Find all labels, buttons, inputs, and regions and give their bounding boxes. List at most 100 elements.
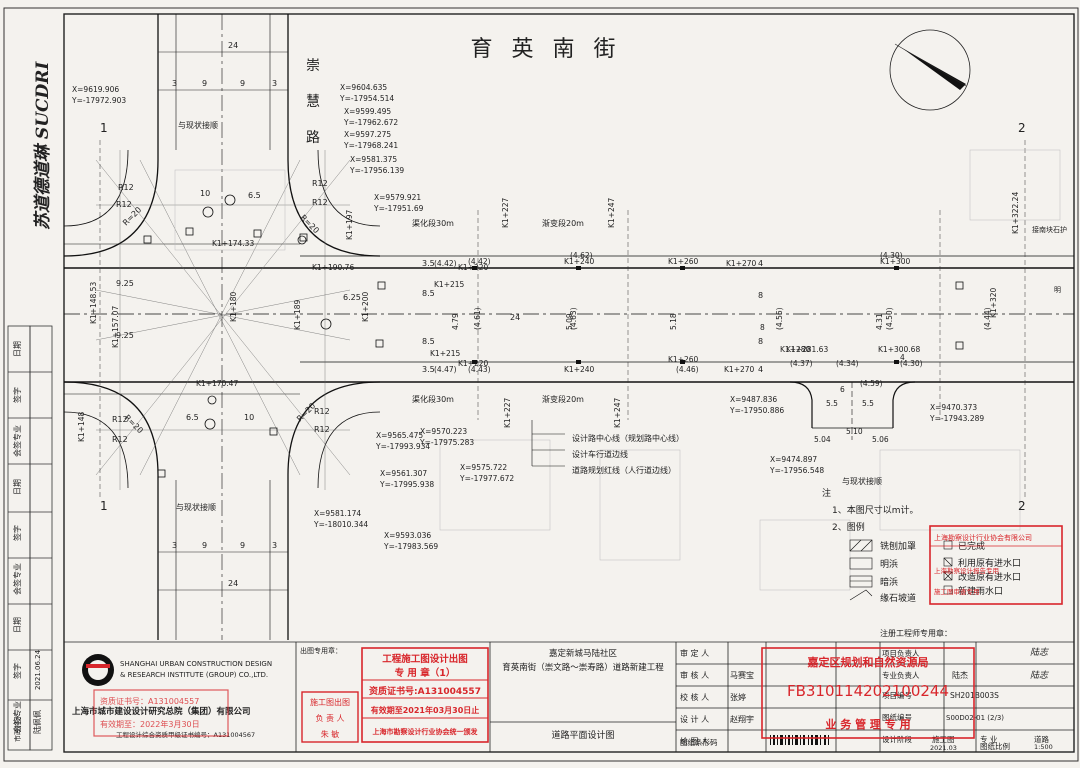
side-box-label: 签字 (12, 387, 22, 403)
coordinate-y: Y=-17956.139 (349, 166, 404, 175)
elevation-label: (4.30) (880, 251, 903, 260)
right-label: 设计阶段 (882, 734, 912, 744)
street-title: 育 英 南 街 (471, 37, 622, 62)
dim-chain-top (158, 51, 288, 91)
coordinate-x: X=9581.375 (350, 155, 397, 164)
seg-qh30-bot: 渠化段30m (412, 394, 454, 404)
seg-jb20-top: 渐变段20m (542, 218, 584, 228)
station-label: K1+200 (361, 291, 370, 322)
dim-v4a: 4 (758, 259, 763, 268)
side-box-label: 日期 (13, 617, 22, 633)
dim-v65a: 6.5 (248, 191, 261, 200)
scale-value: 1:500 (1034, 743, 1053, 751)
measure-label: 5.5 (826, 399, 838, 408)
side-box-label: 日期 (13, 341, 22, 357)
side-box-label: 签字 (12, 663, 22, 679)
driveway-notch (789, 381, 916, 440)
coordinate-y: Y=-17950.886 (729, 406, 784, 415)
dim-9b: 9 (240, 79, 245, 88)
radius-r12c: R12 (312, 179, 328, 188)
coordinate-y: Y=-17943.289 (929, 414, 984, 423)
company-logo-icon (82, 654, 114, 686)
right-label: 专 业 (980, 734, 998, 744)
svg-text:上海勘察设计行业协会有限公司: 上海勘察设计行业协会有限公司 (934, 533, 1032, 542)
qualification-stamp: 资质证书号：A131004557 有效期至：2022年3月30日 (93, 689, 229, 737)
legend-stamp: 上海勘察设计行业协会有限公司 上海勘察设计报告专用 施工图审查专用 (929, 525, 1063, 605)
coordinate-x: X=9599.495 (344, 107, 391, 116)
station-label: K1+174.33 (212, 239, 254, 248)
coordinate-y: Y=-17956.548 (769, 466, 824, 475)
grid-mark-2-top: 2 (1018, 121, 1026, 135)
legend-new-inlet: 新建雨水口 (958, 585, 1003, 597)
legend-redline: 道路规划红线（人行道边线） (572, 465, 676, 475)
inlet-symbols (143, 194, 964, 478)
station-label: K1+215 (434, 280, 465, 289)
company-name-en-1: SHANGHAI URBAN CONSTRUCTION DESIGN (120, 660, 272, 668)
side-box-label: 会签专业 (12, 701, 22, 733)
role-label: 设 计 人 (680, 714, 709, 724)
coordinate-x: X=9565.475 (376, 431, 423, 440)
svg-text:有效期至：2022年3月30日: 有效期至：2022年3月30日 (100, 719, 200, 729)
dim-v4b: 4 (758, 365, 763, 374)
coordinate-x: X=9581.174 (314, 509, 361, 518)
dim-v35a: 3.5 (422, 259, 435, 268)
svg-text:上海市勘察设计行业协会统一颁发: 上海市勘察设计行业协会统一颁发 (373, 727, 479, 736)
road-name-3: 路 (306, 130, 320, 146)
drawing-number: S00D02-01 (2/3) (946, 714, 1004, 722)
measure-label: 5.5 (862, 399, 874, 408)
coordinate-x: X=9561.307 (380, 469, 427, 478)
svg-text:FB310114202100244: FB310114202100244 (787, 682, 949, 700)
legend-hidden-creek: 暗浜 (880, 576, 898, 588)
station-label: K1+247 (613, 397, 622, 428)
station-label: K1+300.68 (878, 345, 920, 354)
planning-bureau-stamp: 嘉定区规划和自然资源局 FB310114202100244 业 务 管 理 专 … (761, 647, 975, 739)
station-label: K1+180 (229, 291, 238, 322)
signature-3: 陆杰 (952, 670, 968, 680)
radius-r12a: R12 (118, 183, 134, 192)
coordinate-y: Y=-17954.514 (339, 94, 394, 103)
station-label: K1+281.63 (786, 345, 828, 354)
role-name: 赵翔宇 (730, 714, 754, 724)
notes-item-1: 1、本图尺寸以m计。 (832, 504, 919, 516)
measure-label: 5.10 (846, 427, 863, 436)
north-arrow-icon (889, 29, 971, 111)
svg-text:业 务 管 理 专 用: 业 务 管 理 专 用 (825, 717, 910, 731)
station-label: K1+227 (503, 397, 512, 428)
prof-value: 道路 (1034, 734, 1050, 744)
station-label: K1+148 (77, 411, 86, 442)
inner-border (63, 13, 1075, 753)
linetype-legend (531, 420, 565, 467)
dim-3d: 3 (272, 541, 277, 550)
station-label: K1+197 (345, 209, 354, 240)
label-join-1: 与现状接顺 (178, 120, 218, 130)
right-label: 图纸比例 (980, 741, 1010, 751)
right-label: 项目负责人 (882, 648, 920, 658)
title-block (64, 641, 1074, 752)
company-name-en-2: & RESEARCH INSTITUTE (GROUP) CO.,LTD. (120, 671, 268, 679)
role-name: 马赛宝 (730, 670, 754, 680)
legend-modify-inlet: 改造原有进水口 (958, 571, 1021, 583)
stamp-area-label: 出图专用章： (300, 646, 342, 655)
drawing-name: 道路平面设计图 (551, 729, 614, 741)
measure-label: 5.04 (814, 435, 831, 444)
date-value: 2021.03 (930, 744, 957, 752)
station-label: K1+260 (668, 257, 699, 266)
coordinate-x: X=9597.275 (344, 130, 391, 139)
side-date: 2021.06.24 (34, 649, 42, 690)
elevation-label: (4.34) (836, 359, 859, 368)
coordinate-y: Y=-17951.69 (373, 204, 424, 213)
right-labels: 项目负责人专业负责人项目编号图纸编号设计阶段专 业图纸比例 (882, 648, 1010, 751)
coordinate-y: Y=-17995.938 (379, 480, 434, 489)
dim-v8a: 8 (758, 291, 763, 300)
dim-v925a: 9.25 (116, 279, 134, 288)
side-box-label: 会签专业 (12, 563, 22, 595)
output-manager-stamp: 施工图出图 负 责 人 朱 敏 (301, 691, 359, 743)
station-label: K1+157.07 (111, 306, 120, 348)
dim-v85a: 8.5 (422, 289, 435, 298)
station-label: K1+215 (430, 349, 461, 358)
svg-text:负 责 人: 负 责 人 (315, 713, 344, 723)
company-cert: 工程设计综合资质甲级证书编号：A131004567 (116, 730, 255, 739)
station-label: K1+260 (668, 355, 699, 364)
elevation-label: (4.47) (434, 365, 457, 374)
side-sig: 市政排水 (13, 714, 22, 742)
